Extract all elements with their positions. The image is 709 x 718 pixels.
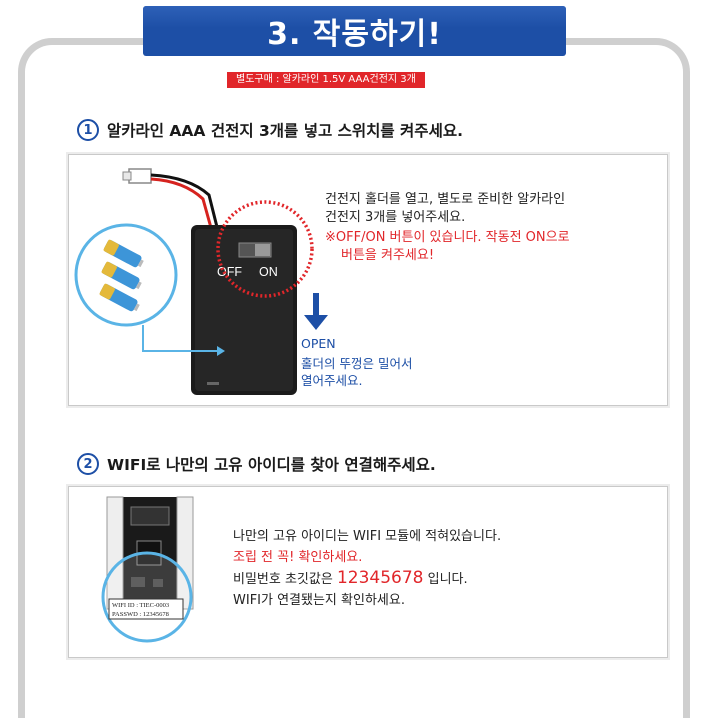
step-2-line-3: 비밀번호 초깃값은 12345678 입니다. bbox=[233, 570, 468, 588]
module-zoom-circle bbox=[101, 551, 193, 643]
batteries-icon bbox=[74, 223, 178, 327]
wifi-id-text: WIFI ID : TIEC-0003 bbox=[112, 602, 169, 609]
page-title: 3. 작동하기! bbox=[267, 17, 442, 52]
step-2-heading: 2 WIFI로 나만의 고유 아이디를 찾아 연결해주세요. bbox=[77, 453, 436, 475]
wifi-module-illustration: WIFI ID : TIEC-0003 PASSWD : 12345678 bbox=[101, 496, 194, 643]
module-id-label bbox=[108, 598, 184, 620]
password-value: 12345678 bbox=[336, 568, 424, 588]
switch-highlight-circle bbox=[216, 200, 314, 298]
open-label: OPEN bbox=[301, 336, 336, 351]
open-instruction-1: 홀더의 뚜껑은 밀어서 bbox=[301, 356, 413, 371]
step-1-desc-2: 건전지 3개를 넣어주세요. bbox=[325, 210, 466, 225]
step-1-warning-2: 버튼을 켜주세요! bbox=[341, 248, 435, 263]
title-banner: 3. 작동하기! bbox=[143, 6, 566, 56]
step-2-line-4: WIFI가 연결됐는지 확인하세요. bbox=[233, 593, 405, 608]
step-1-warning-1: ※OFF/ON 버튼이 있습니다. 작동전 ON으로 bbox=[325, 230, 570, 245]
step-1-desc-1: 건전지 홀더를 열고, 별도로 준비한 알카라인 bbox=[325, 192, 566, 207]
purchase-notice: 별도구매 : 알카라인 1.5V AAA건전지 3개 bbox=[227, 72, 425, 88]
open-instruction-2: 열어주세요. bbox=[301, 373, 363, 388]
open-arrow-icon bbox=[304, 293, 328, 330]
connector-icon bbox=[122, 168, 221, 236]
step-2-line-2: 조립 전 꼭! 확인하세요. bbox=[233, 550, 363, 565]
password-suffix: 입니다. bbox=[427, 572, 468, 587]
step-2-number: 2 bbox=[77, 453, 99, 475]
battery-holder-icon: OFF ON bbox=[191, 225, 297, 395]
step-2-text: WIFI로 나만의 고유 아이디를 찾아 연결해주세요. bbox=[107, 456, 436, 474]
step-1-heading: 1 알카라인 AAA 건전지 3개를 넣고 스위치를 켜주세요. bbox=[77, 119, 463, 141]
step-1-text: 알카라인 AAA 건전지 3개를 넣고 스위치를 켜주세요. bbox=[107, 122, 463, 140]
step-2-box: WIFI ID : TIEC-0003 PASSWD : 12345678 나만… bbox=[68, 486, 668, 658]
switch-off-label: OFF bbox=[217, 265, 242, 279]
pointer-line bbox=[142, 325, 217, 352]
step-2-line-1: 나만의 고유 아이디는 WIFI 모듈에 적혀있습니다. bbox=[233, 529, 502, 544]
switch-on-label: ON bbox=[259, 265, 278, 279]
password-prefix: 비밀번호 초깃값은 bbox=[233, 572, 333, 587]
step-1-number: 1 bbox=[77, 119, 99, 141]
battery-illustration: OFF ON bbox=[74, 168, 328, 395]
wifi-pass-text: PASSWD : 12345678 bbox=[112, 611, 169, 618]
step-1-box: OFF ON bbox=[68, 154, 668, 406]
